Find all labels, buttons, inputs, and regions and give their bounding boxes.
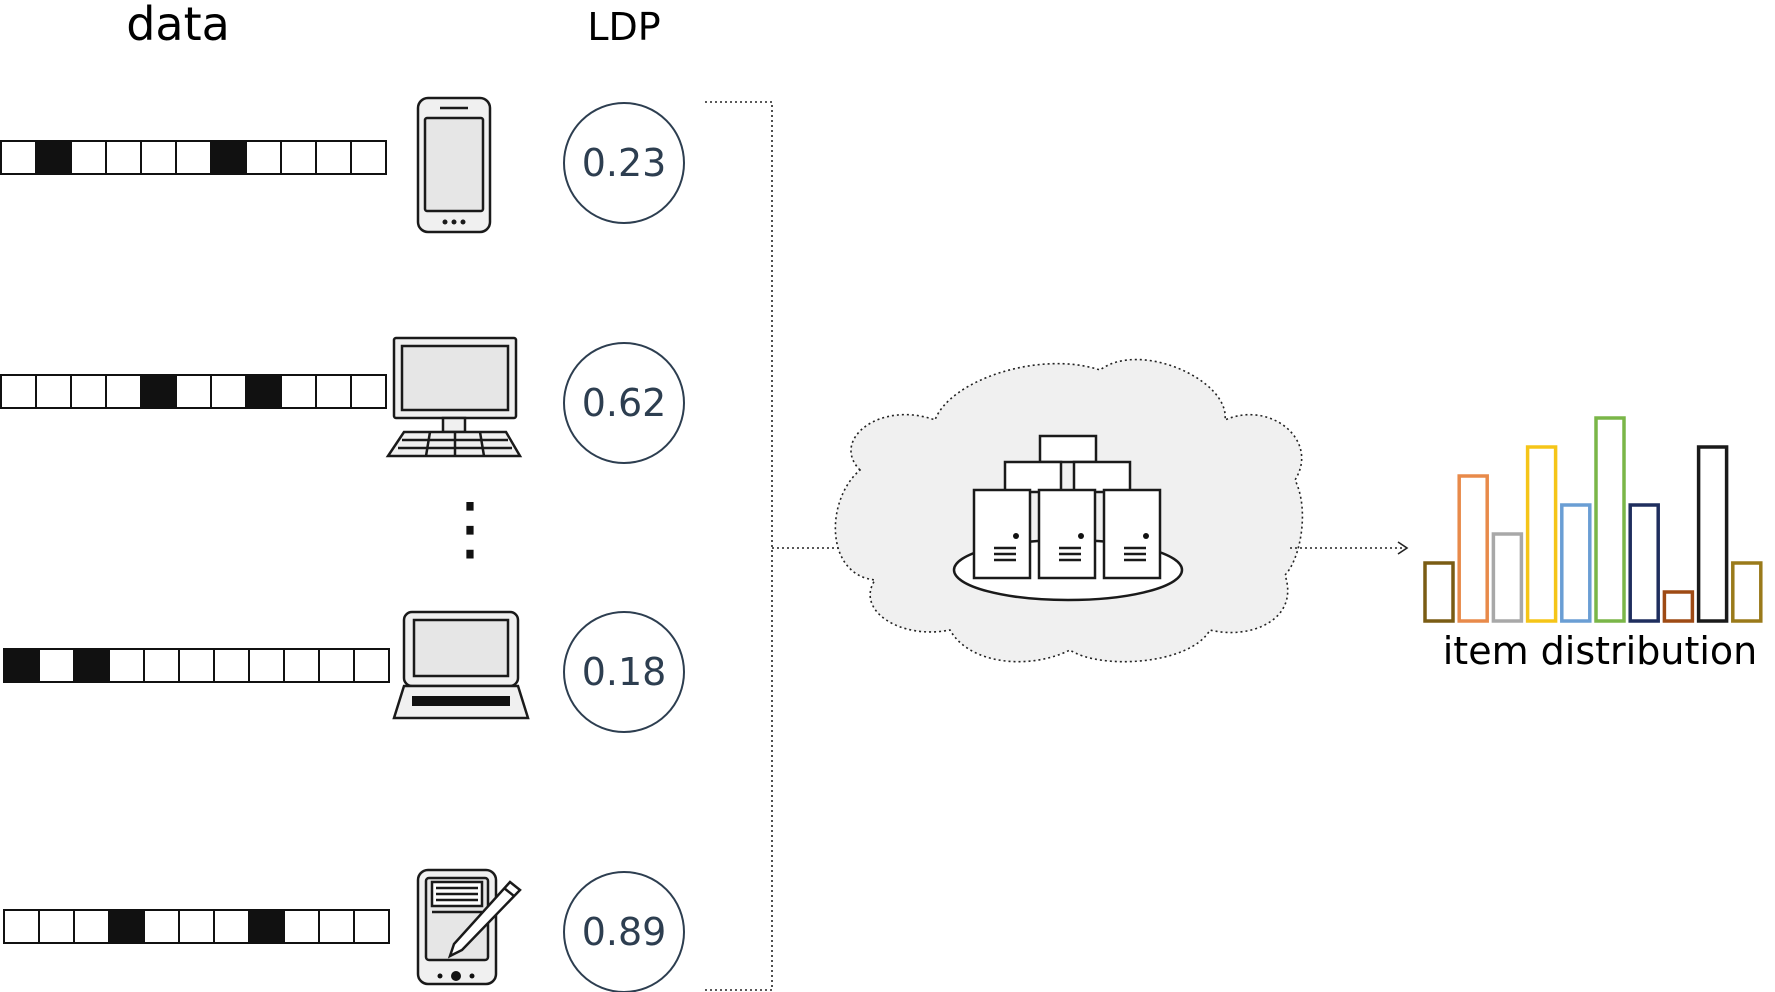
data-cell-filled bbox=[108, 909, 145, 944]
data-cell-filled bbox=[73, 648, 110, 683]
user-data-vector bbox=[0, 140, 387, 175]
data-cell-empty bbox=[178, 909, 215, 944]
data-cell-filled bbox=[3, 648, 40, 683]
data-cell-empty bbox=[73, 909, 110, 944]
smartphone-icon bbox=[416, 96, 492, 234]
data-cell-filled bbox=[248, 909, 285, 944]
aggregation-bracket bbox=[705, 101, 773, 991]
data-cell-empty bbox=[0, 140, 37, 175]
user-data-vector bbox=[3, 648, 390, 683]
data-cell-filled bbox=[210, 140, 247, 175]
data-cell-empty bbox=[280, 374, 317, 409]
user-data-vector bbox=[3, 909, 390, 944]
distribution-bar bbox=[1423, 561, 1455, 623]
epsilon-value: 0.18 bbox=[582, 650, 667, 694]
data-column-header: data bbox=[126, 0, 230, 51]
data-cell-empty bbox=[283, 909, 320, 944]
distribution-bar bbox=[1457, 474, 1489, 623]
data-cell-empty bbox=[38, 648, 75, 683]
data-cell-empty bbox=[105, 140, 142, 175]
ldp-column-header: LDP bbox=[587, 5, 660, 49]
user-data-vector bbox=[0, 374, 387, 409]
data-cell-empty bbox=[3, 909, 40, 944]
tablet-pen-icon bbox=[416, 868, 522, 986]
data-cell-empty bbox=[318, 648, 355, 683]
data-cell-empty bbox=[245, 140, 282, 175]
distribution-bar bbox=[1491, 532, 1524, 623]
epsilon-value: 0.89 bbox=[582, 910, 667, 954]
data-cell-empty bbox=[210, 374, 247, 409]
ldp-epsilon-circle: 0.89 bbox=[563, 871, 685, 992]
data-cell-filled bbox=[140, 374, 177, 409]
data-cell-empty bbox=[350, 140, 387, 175]
data-cell-empty bbox=[315, 374, 352, 409]
data-cell-empty bbox=[0, 374, 37, 409]
data-cell-empty bbox=[140, 140, 177, 175]
distribution-bar bbox=[1594, 416, 1626, 623]
data-cell-empty bbox=[70, 374, 107, 409]
distribution-bar bbox=[1696, 445, 1729, 623]
data-cell-empty bbox=[318, 909, 355, 944]
data-cell-empty bbox=[353, 909, 390, 944]
data-cell-empty bbox=[178, 648, 215, 683]
data-cell-empty bbox=[315, 140, 352, 175]
data-cell-empty bbox=[213, 648, 250, 683]
epsilon-value: 0.23 bbox=[582, 141, 667, 185]
data-cell-empty bbox=[283, 648, 320, 683]
desktop-computer-icon bbox=[385, 336, 523, 458]
data-cell-empty bbox=[108, 648, 145, 683]
data-cell-empty bbox=[280, 140, 317, 175]
data-cell-empty bbox=[350, 374, 387, 409]
data-cell-empty bbox=[35, 374, 72, 409]
distribution-bar bbox=[1525, 445, 1558, 623]
laptop-icon bbox=[392, 610, 530, 720]
data-cell-empty bbox=[248, 648, 285, 683]
cloud-to-output-arrow bbox=[1290, 541, 1409, 555]
data-cell-empty bbox=[38, 909, 75, 944]
data-cell-empty bbox=[143, 909, 180, 944]
data-cell-empty bbox=[70, 140, 107, 175]
distribution-bar bbox=[1628, 503, 1660, 623]
ldp-epsilon-circle: 0.23 bbox=[563, 102, 685, 224]
data-cell-filled bbox=[35, 140, 72, 175]
data-cell-filled bbox=[245, 374, 282, 409]
distribution-bar bbox=[1560, 503, 1592, 623]
data-cell-empty bbox=[143, 648, 180, 683]
more-devices-ellipsis: ⋮ bbox=[435, 487, 505, 569]
data-cell-empty bbox=[353, 648, 390, 683]
cloud-server-cluster-icon bbox=[834, 358, 1304, 663]
epsilon-value: 0.62 bbox=[582, 381, 667, 425]
distribution-bar bbox=[1662, 590, 1695, 623]
data-cell-empty bbox=[213, 909, 250, 944]
distribution-bar bbox=[1731, 561, 1763, 623]
data-cell-empty bbox=[105, 374, 142, 409]
ldp-epsilon-circle: 0.62 bbox=[563, 342, 685, 464]
ldp-epsilon-circle: 0.18 bbox=[563, 611, 685, 733]
data-cell-empty bbox=[175, 374, 212, 409]
item-distribution-chart bbox=[1423, 416, 1763, 623]
data-cell-empty bbox=[175, 140, 212, 175]
item-distribution-label: item distribution bbox=[1443, 629, 1757, 673]
